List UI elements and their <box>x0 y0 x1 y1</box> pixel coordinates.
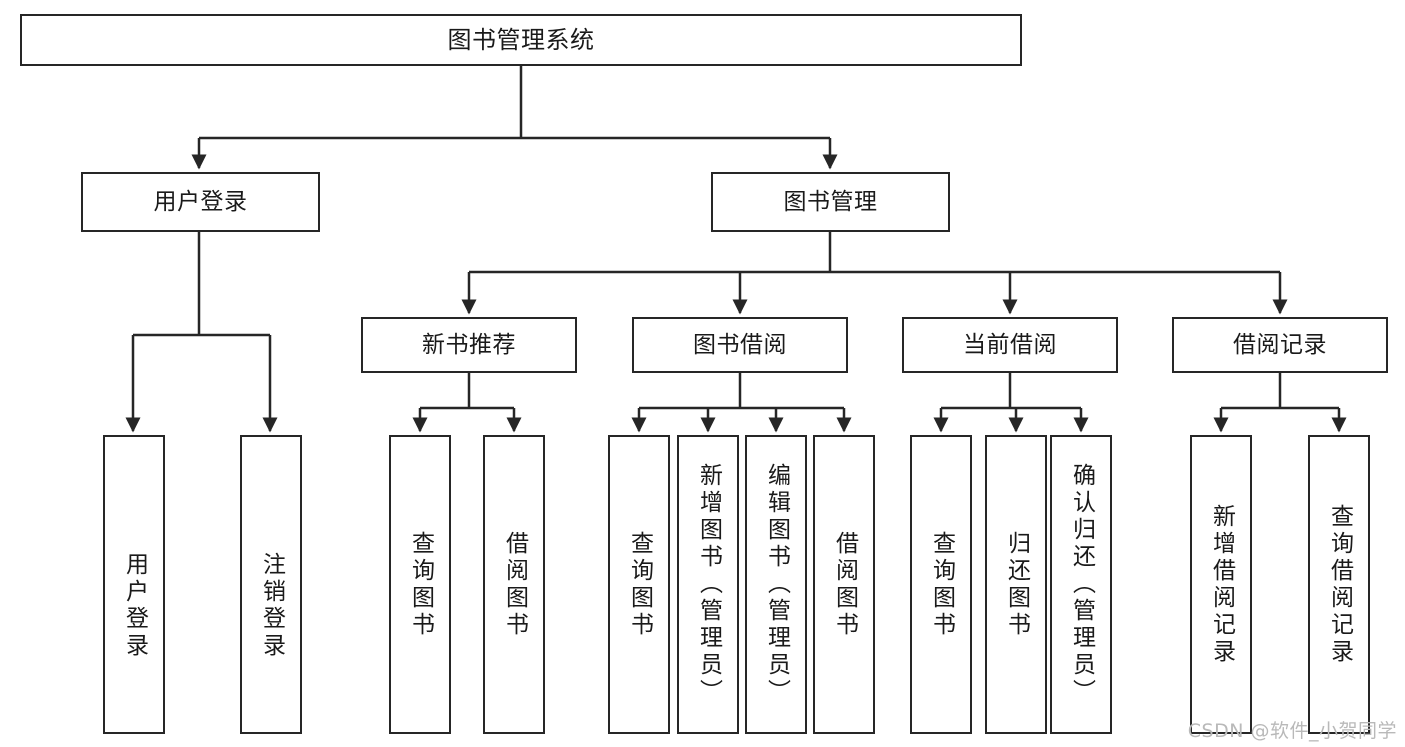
node-borrow-record-label: 借阅记录 <box>1233 331 1327 358</box>
node-leaf-borrow-book-2[interactable]: 借阅图书 <box>813 435 875 734</box>
node-leaf-borrow-book-1[interactable]: 借阅图书 <box>483 435 545 734</box>
node-leaf-query-book-3[interactable]: 查询图书 <box>910 435 972 734</box>
node-new-book-recommend-label: 新书推荐 <box>422 331 516 358</box>
node-leaf-borrow-book-1-label: 借阅图书 <box>501 530 528 639</box>
node-borrow-record[interactable]: 借阅记录 <box>1172 317 1388 373</box>
node-book-manage-label: 图书管理 <box>783 188 878 215</box>
node-leaf-add-book-label: 新增图书（管理员） <box>695 463 722 706</box>
watermark-text: CSDN @软件_小贺同学 <box>1187 720 1397 742</box>
node-leaf-add-record[interactable]: 新增借阅记录 <box>1190 435 1252 734</box>
node-current-borrow-label: 当前借阅 <box>963 331 1057 358</box>
node-leaf-edit-book[interactable]: 编辑图书（管理员） <box>745 435 807 734</box>
node-leaf-logout-label: 注销登录 <box>258 551 285 660</box>
node-leaf-query-record[interactable]: 查询借阅记录 <box>1308 435 1370 734</box>
node-leaf-logout[interactable]: 注销登录 <box>240 435 302 734</box>
node-leaf-user-login-label: 用户登录 <box>121 551 148 660</box>
node-leaf-return-book-label: 归还图书 <box>1003 530 1030 639</box>
node-current-borrow[interactable]: 当前借阅 <box>902 317 1118 373</box>
node-root[interactable]: 图书管理系统 <box>20 14 1022 66</box>
node-leaf-query-book-2-label: 查询图书 <box>626 530 653 639</box>
node-book-borrow[interactable]: 图书借阅 <box>632 317 848 373</box>
node-leaf-add-book[interactable]: 新增图书（管理员） <box>677 435 739 734</box>
node-leaf-query-record-label: 查询借阅记录 <box>1326 503 1353 666</box>
node-leaf-edit-book-label: 编辑图书（管理员） <box>763 463 790 706</box>
node-leaf-user-login[interactable]: 用户登录 <box>103 435 165 734</box>
node-user-login-label: 用户登录 <box>153 188 248 215</box>
node-leaf-query-book-2[interactable]: 查询图书 <box>608 435 670 734</box>
node-book-manage[interactable]: 图书管理 <box>711 172 950 232</box>
node-leaf-borrow-book-2-label: 借阅图书 <box>831 530 858 639</box>
node-user-login[interactable]: 用户登录 <box>81 172 320 232</box>
node-new-book-recommend[interactable]: 新书推荐 <box>361 317 577 373</box>
node-leaf-query-book-1-label: 查询图书 <box>407 530 434 639</box>
node-leaf-query-book-3-label: 查询图书 <box>928 530 955 639</box>
node-leaf-add-record-label: 新增借阅记录 <box>1208 503 1235 666</box>
node-leaf-return-book[interactable]: 归还图书 <box>985 435 1047 734</box>
node-root-label: 图书管理系统 <box>447 26 595 54</box>
node-leaf-query-book-1[interactable]: 查询图书 <box>389 435 451 734</box>
node-leaf-confirm-return-label: 确认归还（管理员） <box>1068 463 1095 706</box>
node-book-borrow-label: 图书借阅 <box>693 331 787 358</box>
node-leaf-confirm-return[interactable]: 确认归还（管理员） <box>1050 435 1112 734</box>
